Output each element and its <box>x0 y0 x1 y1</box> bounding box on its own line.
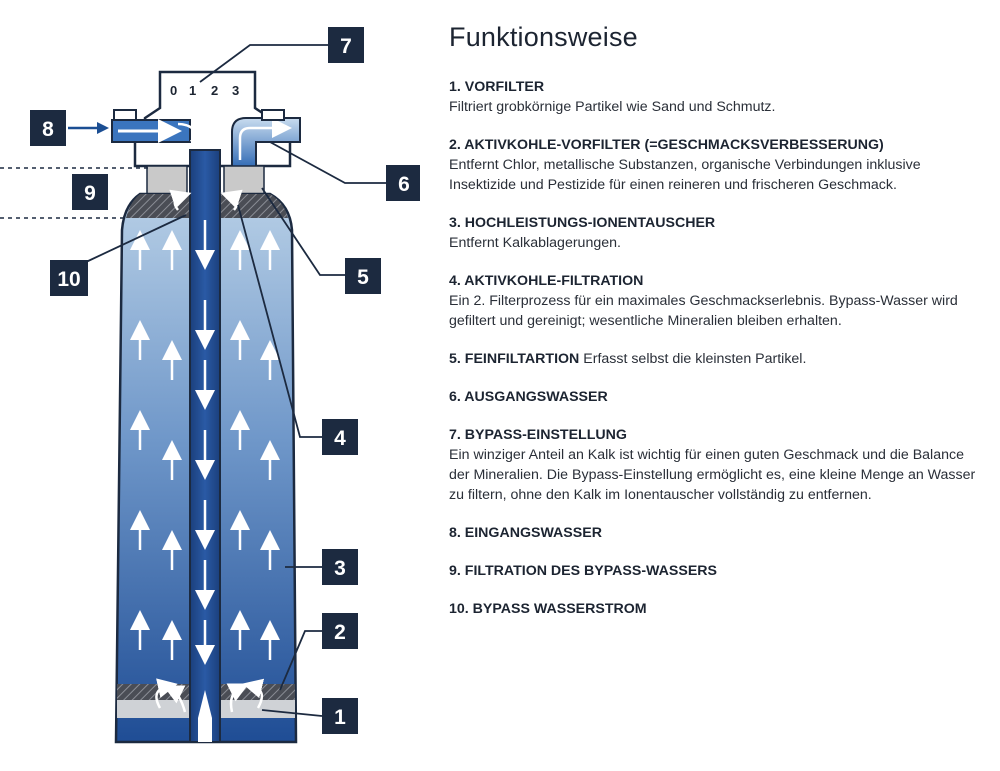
item-2-heading: 2. AKTIVKOHLE-VORFILTER (=GESCHMACKSVERB… <box>449 137 884 153</box>
callout-8: 8 <box>30 110 66 146</box>
item-7-description: Ein winziger Anteil an Kalk ist wichtig … <box>449 447 976 503</box>
item-6-heading: 6. AUSGANGSWASSER <box>449 389 608 405</box>
dial-label-1: 1 <box>189 83 196 98</box>
item-3-heading: 3. HOCHLEISTUNGS-IONENTAUSCHER <box>449 215 716 231</box>
svg-text:1: 1 <box>334 706 346 729</box>
item-5-description: Erfasst selbst die kleinsten Partikel. <box>583 351 807 367</box>
svg-text:10: 10 <box>57 268 80 291</box>
item-1-heading: 1. VORFILTER <box>449 79 545 95</box>
item-4-description: Ein 2. Filterprozess für ein maximales G… <box>449 293 958 329</box>
svg-text:2: 2 <box>334 621 346 644</box>
dial-label-0: 0 <box>170 83 177 98</box>
item-2-description: Entfernt Chlor, metallische Substanzen, … <box>449 157 921 193</box>
callout-5: 5 <box>345 258 381 294</box>
item-10: 10. BYPASS WASSERSTROM <box>449 599 984 619</box>
svg-text:3: 3 <box>334 557 346 580</box>
item-3: 3. HOCHLEISTUNGS-IONENTAUSCHER Entfernt … <box>449 213 984 253</box>
dial-label-2: 2 <box>211 83 218 98</box>
item-5: 5. FEINFILTARTION Erfasst selbst die kle… <box>449 349 984 369</box>
svg-text:8: 8 <box>42 118 54 141</box>
callout-9: 9 <box>72 174 108 210</box>
item-10-heading: 10. BYPASS WASSERSTROM <box>449 601 647 617</box>
callout-3: 3 <box>322 549 358 585</box>
svg-text:6: 6 <box>398 173 410 196</box>
callout-6: 6 <box>386 165 420 201</box>
item-7: 7. BYPASS-EINSTELLUNG Ein winziger Antei… <box>449 425 984 505</box>
leader-lines <box>85 44 386 717</box>
item-5-heading: 5. FEINFILTARTION <box>449 351 584 367</box>
description-panel: Funktionsweise 1. VORFILTER Filtriert gr… <box>449 22 984 637</box>
callout-4: 4 <box>322 419 358 455</box>
item-7-heading: 7. BYPASS-EINSTELLUNG <box>449 427 627 443</box>
page-title: Funktionsweise <box>449 22 638 52</box>
svg-text:5: 5 <box>357 266 369 289</box>
item-9-heading: 9. FILTRATION DES BYPASS-WASSERS <box>449 563 718 579</box>
svg-text:4: 4 <box>334 427 346 450</box>
svg-text:7: 7 <box>340 35 352 58</box>
item-1-description: Filtriert grobkörnige Partikel wie Sand … <box>449 99 776 115</box>
item-8-heading: 8. EINGANGSWASSER <box>449 525 602 541</box>
svg-text:9: 9 <box>84 182 96 205</box>
callout-1: 1 <box>322 698 358 734</box>
inlet-pipe <box>111 119 210 160</box>
callout-7: 7 <box>328 27 364 63</box>
seal-left <box>146 165 188 195</box>
item-2: 2. AKTIVKOHLE-VORFILTER (=GESCHMACKSVERB… <box>449 135 984 195</box>
filter-diagram: 0 1 2 3 <box>0 27 420 744</box>
item-4: 4. AKTIVKOHLE-FILTRATION Ein 2. Filterpr… <box>449 271 984 331</box>
callout-2: 2 <box>322 613 358 649</box>
item-3-description: Entfernt Kalkablagerungen. <box>449 235 621 251</box>
dial-label-3: 3 <box>232 83 239 98</box>
item-9: 9. FILTRATION DES BYPASS-WASSERS <box>449 561 984 581</box>
item-1: 1. VORFILTER Filtriert grobkörnige Parti… <box>449 77 984 117</box>
item-8: 8. EINGANGSWASSER <box>449 523 984 543</box>
body-flow-arrows <box>130 189 280 713</box>
outlet-pipe <box>231 117 301 169</box>
item-6: 6. AUSGANGSWASSER <box>449 387 984 407</box>
seal-right <box>223 165 265 195</box>
callout-10: 10 <box>50 260 88 296</box>
item-4-heading: 4. AKTIVKOHLE-FILTRATION <box>449 273 644 289</box>
